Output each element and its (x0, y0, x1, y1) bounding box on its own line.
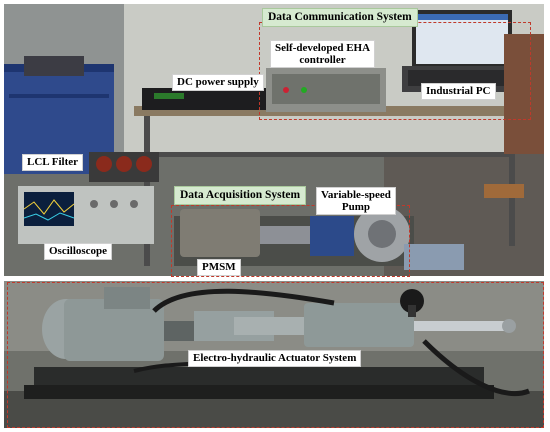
eha-system-label: Electro-hydraulic Actuator System (188, 350, 362, 367)
test-bench-scene (4, 4, 544, 276)
variable-speed-pump-label: Variable-speed Pump (316, 187, 396, 215)
pmsm-label: PMSM (197, 259, 241, 276)
industrial-pc-label: Industrial PC (421, 83, 496, 100)
test-bench-photo (4, 4, 544, 276)
dc-power-supply-label: DC power supply (172, 74, 264, 91)
eha-system-photo (4, 281, 544, 428)
data-communication-system-label: Data Communication System (262, 8, 418, 27)
lcl-filter-label: LCL Filter (22, 154, 84, 171)
oscilloscope-label: Oscilloscope (44, 243, 113, 260)
eha-controller-label: Self-developed EHA controller (270, 40, 376, 68)
data-acquisition-system-label: Data Acquisition System (174, 186, 307, 205)
